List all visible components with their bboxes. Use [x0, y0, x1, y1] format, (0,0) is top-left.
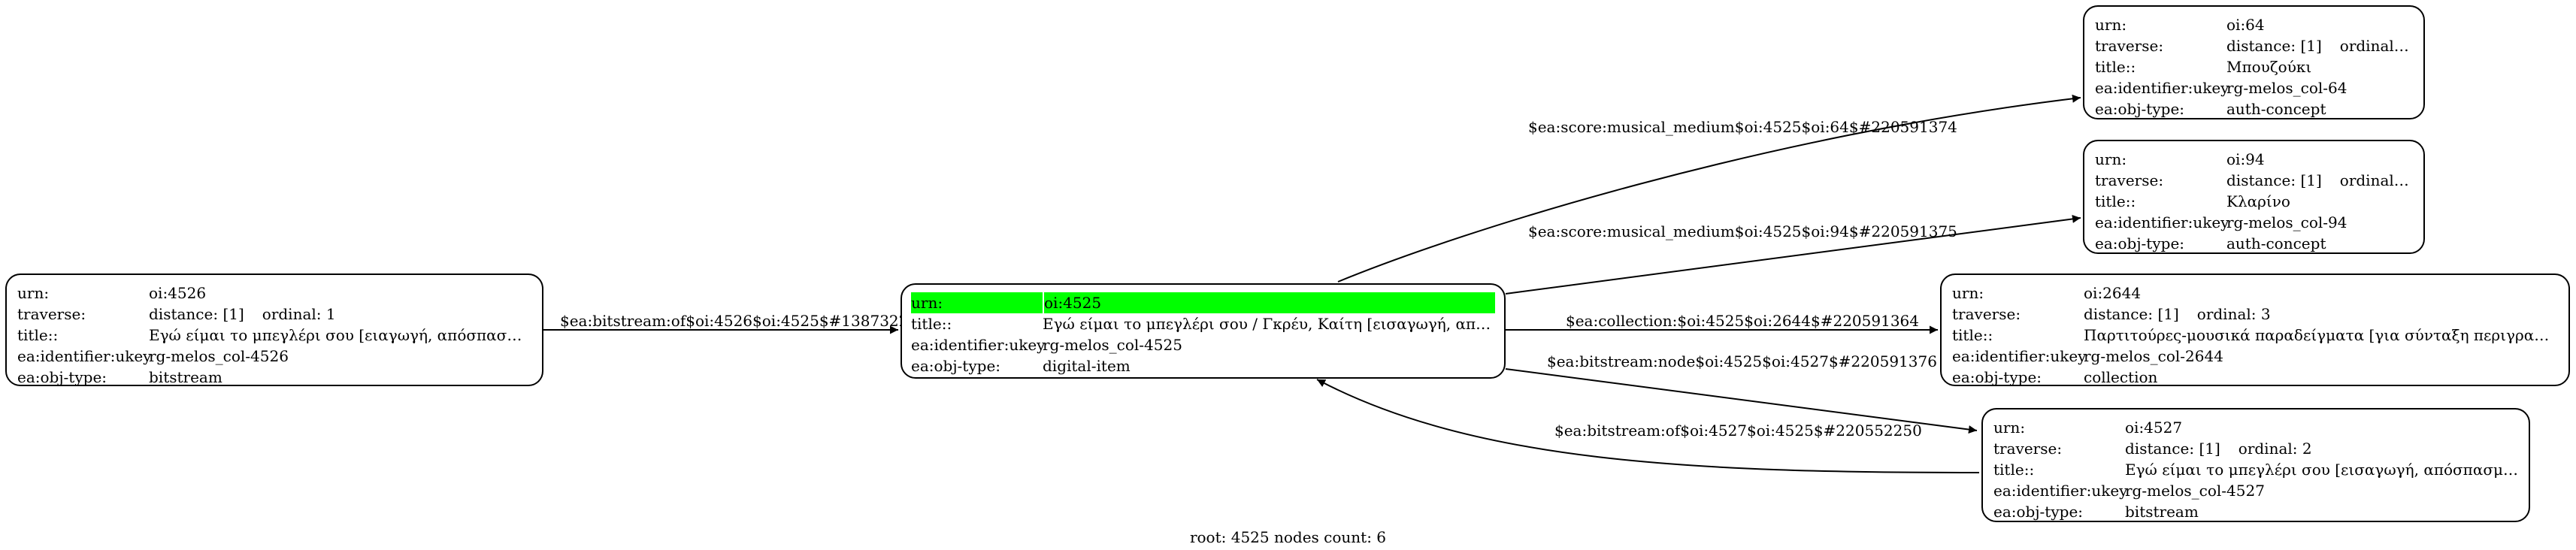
node-field-obj-type: ea:obj-type:auth-concept: [2095, 100, 2326, 118]
node-field-title: title::Εγώ είμαι το μπεγλέρι σου [εισαγω…: [1993, 461, 2518, 479]
node-field-traverse: traverse:distance: [1]ordinal: 4: [2095, 37, 2413, 55]
node-oi-4525-root[interactable]: urn:oi:4525 title::Εγώ είμαι το μπεγλέρι…: [901, 283, 1506, 379]
node-field-traverse: traverse:distance: [1]ordinal: 5: [2095, 171, 2413, 189]
edge-label-musical-medium-64: $ea:score:musical_medium$oi:4525$oi:64$#…: [1528, 118, 1957, 136]
node-field-urn: urn:oi:64: [2095, 16, 2265, 34]
node-oi-4526[interactable]: urn:oi:4526 traverse:distance: [1]ordina…: [5, 273, 543, 386]
node-field-title: title::Εγώ είμαι το μπεγλέρι σου / Γκρέυ…: [911, 315, 1495, 333]
node-field-urn: urn:oi:4527: [1993, 419, 2183, 437]
node-field-obj-type: ea:obj-type:digital-item: [911, 357, 1131, 375]
node-oi-94[interactable]: urn:oi:94 traverse:distance: [1]ordinal:…: [2083, 140, 2425, 254]
node-field-obj-type: ea:obj-type:auth-concept: [2095, 234, 2326, 252]
edge-musical-medium-64: [1337, 94, 2081, 283]
edge-label-bitstream-node-4527: $ea:bitstream:node$oi:4525$oi:4527$#2205…: [1547, 352, 1937, 370]
edge-label-bitstream-of-4527: $ea:bitstream:of$oi:4527$oi:4525$#220552…: [1554, 422, 1922, 440]
node-field-title: title::Μπουζούκι: [2095, 58, 2312, 76]
node-field-title: title::Παρτιτούρες-μουσικά παραδείγματα …: [1952, 326, 2558, 344]
edge-musical-medium-94: [1505, 214, 2081, 295]
node-field-obj-type: ea:obj-type:bitstream: [1993, 503, 2199, 521]
node-oi-4527[interactable]: urn:oi:4527 traverse:distance: [1]ordina…: [1981, 408, 2530, 522]
node-field-urn: urn:oi:94: [2095, 150, 2265, 168]
edge-label-musical-medium-94: $ea:score:musical_medium$oi:4525$oi:94$#…: [1528, 222, 1957, 240]
node-field-title: title::Κλαρίνο: [2095, 192, 2290, 210]
node-field-title: title::Εγώ είμαι το μπεγλέρι σου [ειαγωγ…: [17, 326, 531, 344]
edge-bitstream-node-4527: [1505, 368, 1978, 434]
node-field-urn-highlighted: urn:oi:4525: [911, 292, 1495, 313]
node-field-urn: urn:oi:2644: [1952, 284, 2142, 302]
node-oi-2644[interactable]: urn:oi:2644 traverse:distance: [1]ordina…: [1940, 273, 2570, 386]
node-field-obj-type: ea:obj-type:bitstream: [17, 368, 222, 386]
edge-label-collection-2644: $ea:collection:$oi:4525$oi:2644$#2205913…: [1566, 312, 1919, 330]
node-field-traverse: traverse:distance: [1]ordinal: 3: [1952, 305, 2271, 323]
node-field-obj-type: ea:obj-type:collection: [1952, 368, 2158, 386]
node-oi-64[interactable]: urn:oi:64 traverse:distance: [1]ordinal:…: [2083, 5, 2425, 119]
node-field-traverse: traverse:distance: [1]ordinal: 2: [1993, 440, 2312, 458]
node-field-traverse: traverse:distance: [1]ordinal: 1: [17, 305, 336, 323]
graph-footer: root: 4525 nodes count: 6: [1189, 528, 1387, 546]
node-field-urn: urn:oi:4526: [17, 284, 207, 302]
edge-bitstream-of-4527: [1316, 379, 1980, 473]
edge-label-bitstream-of-4526: $ea:bitstream:of$oi:4526$oi:4525$#138732…: [560, 312, 908, 330]
